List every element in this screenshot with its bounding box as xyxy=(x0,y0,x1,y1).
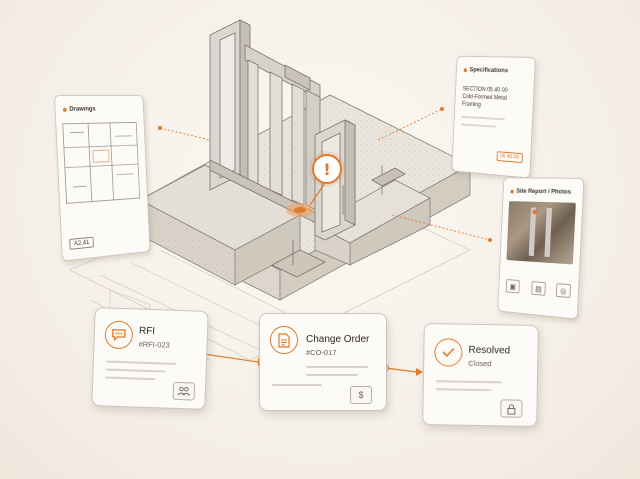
rfi-card[interactable]: RFI #RFI-023 xyxy=(91,307,208,410)
bullet-icon xyxy=(464,68,468,72)
camera-icon: ▣ xyxy=(509,282,516,291)
chat-bubble-icon xyxy=(104,320,133,349)
text-line xyxy=(461,116,504,120)
exclamation-icon: ! xyxy=(323,160,330,179)
text-line xyxy=(105,376,155,380)
camera-button[interactable]: ▣ xyxy=(506,279,520,293)
specifications-panel[interactable]: Specifications SECTION 05 40 00 Cold-For… xyxy=(451,56,536,179)
concrete-slab xyxy=(140,95,470,300)
text-line xyxy=(436,388,492,391)
assignees-button[interactable] xyxy=(173,382,196,401)
sheet-number-tag: A2.41 xyxy=(69,237,94,250)
text-line xyxy=(106,360,176,364)
drawing-sheet-icon xyxy=(61,117,144,218)
cost-button[interactable]: $ xyxy=(350,386,372,404)
text-line xyxy=(306,374,358,376)
checkmark-icon xyxy=(434,338,462,366)
gallery-button[interactable]: ▤ xyxy=(531,281,546,296)
rfi-id: #RFI-023 xyxy=(138,340,170,350)
site-photos-panel[interactable]: Site Report / Photos ▣ ▤ ◎ xyxy=(497,177,584,320)
resolved-status: Closed xyxy=(468,359,492,368)
bullet-icon xyxy=(63,107,67,111)
bullet-icon xyxy=(510,189,514,193)
rfi-title: RFI xyxy=(139,326,155,338)
attach-button[interactable]: ◎ xyxy=(556,283,571,298)
photos-title: Site Report / Photos xyxy=(516,188,571,196)
resolved-title: Resolved xyxy=(468,345,510,357)
text-line xyxy=(272,384,322,386)
site-photo[interactable] xyxy=(506,201,575,264)
text-line xyxy=(106,368,166,372)
text-line xyxy=(306,366,368,368)
lock-button[interactable] xyxy=(500,399,522,417)
drawings-panel[interactable]: Drawings A2.41 xyxy=(54,95,150,262)
dollar-icon: $ xyxy=(358,390,363,400)
spec-badge: 05 40 00 xyxy=(496,151,523,163)
resolved-card[interactable]: Resolved Closed xyxy=(422,323,539,427)
change-order-card[interactable]: Change Order #CO-017 $ xyxy=(259,313,387,411)
lock-icon xyxy=(506,403,516,414)
change-order-title: Change Order xyxy=(306,334,369,345)
users-icon xyxy=(177,386,191,396)
gallery-icon: ▤ xyxy=(535,284,542,293)
drawings-title: Drawings xyxy=(69,106,96,113)
text-line xyxy=(436,380,502,383)
specifications-title: Specifications xyxy=(469,66,508,74)
text-line xyxy=(461,123,495,127)
attachment-icon: ◎ xyxy=(560,286,567,295)
document-icon xyxy=(270,326,298,354)
alert-marker[interactable]: ! xyxy=(312,154,342,184)
change-order-id: #CO-017 xyxy=(306,348,336,357)
